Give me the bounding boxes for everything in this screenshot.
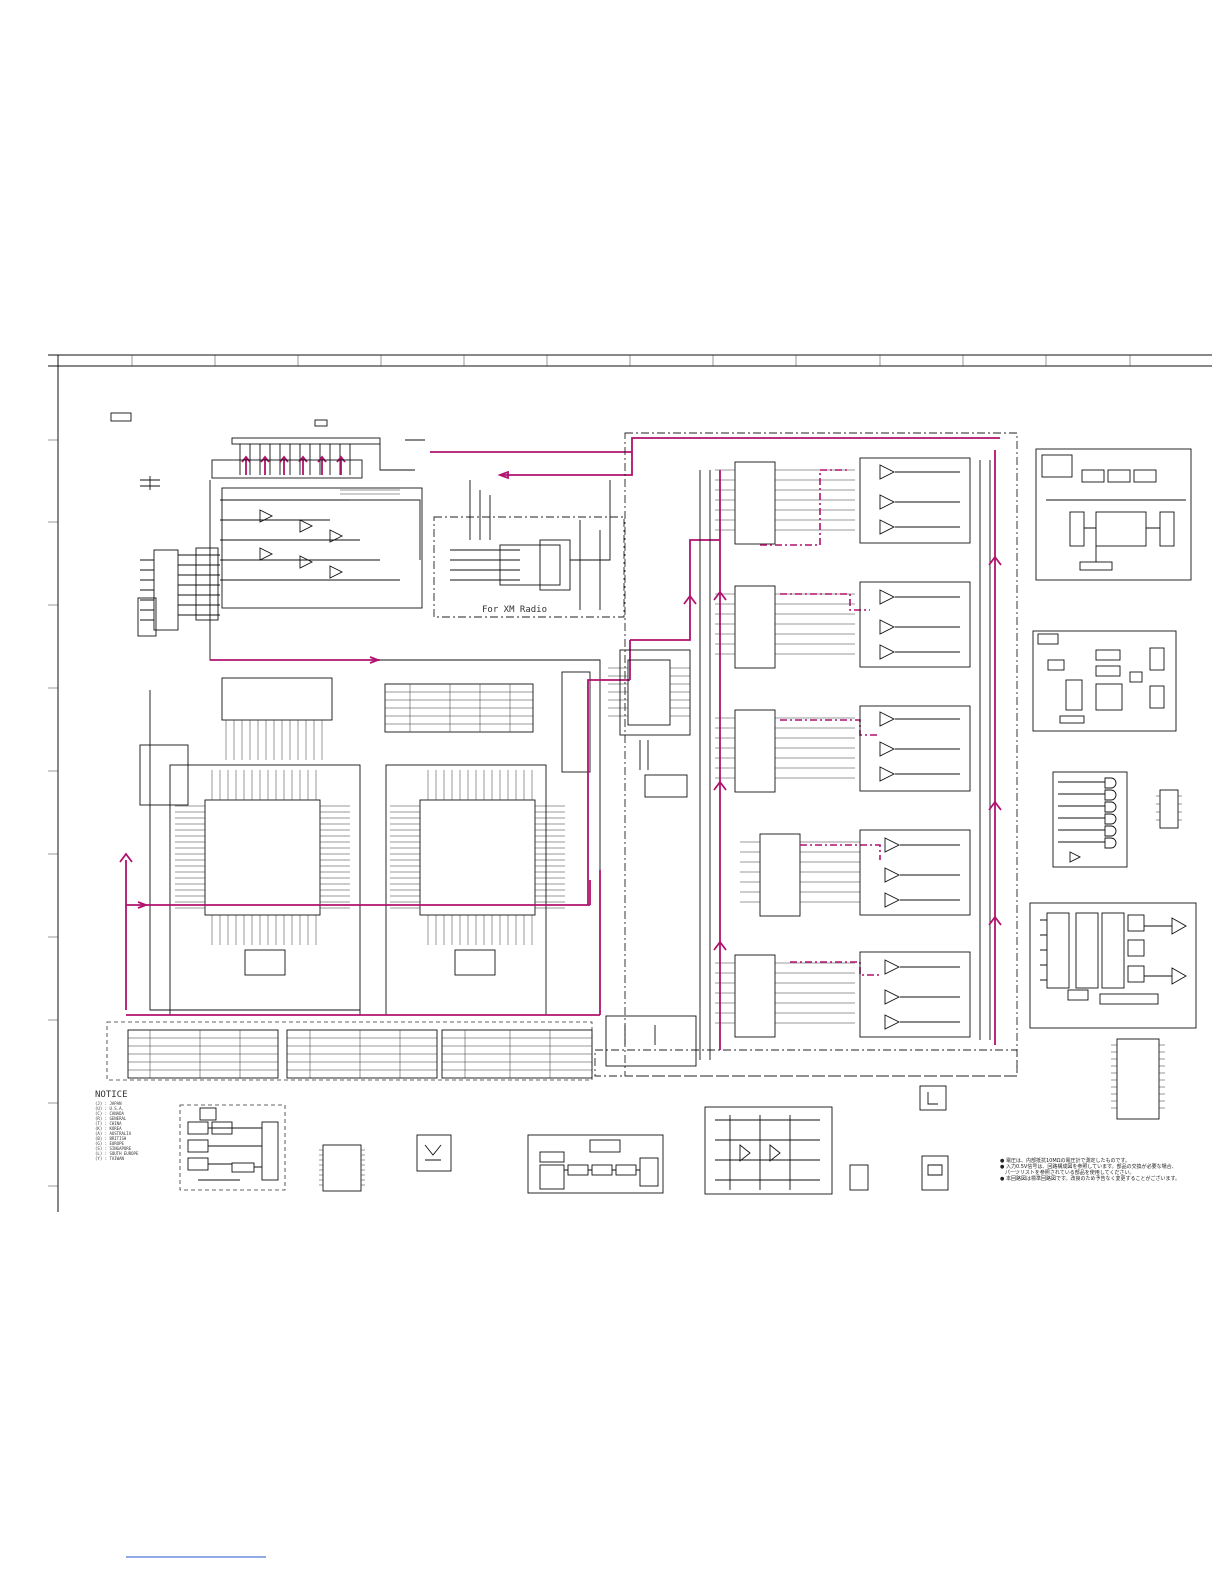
- lower-tables: [106, 1015, 697, 1081]
- ic-package-dip-b: [921, 1155, 949, 1191]
- notice-block: NOTICE (J) : JAPAN (U) : U.S.A. (C) : CA…: [95, 1090, 139, 1161]
- ic-package-dip-a: [416, 1134, 452, 1172]
- notice-line: (R) : GENERAL: [95, 1116, 127, 1121]
- dsp-ic-left: [139, 677, 361, 1016]
- middle-ic: [608, 649, 691, 798]
- notice-line: (U) : U.S.A.: [95, 1106, 124, 1111]
- notice-line: (T) : CHINA: [95, 1121, 122, 1126]
- japanese-notes: ● 電圧は、内部抵抗10MΩの電圧計で測定したものです。 ● 入力0.5V信号は…: [1000, 1157, 1180, 1182]
- jp-note-line: ● 電圧は、内部抵抗10MΩの電圧計で測定したものです。: [1000, 1157, 1130, 1164]
- ic-block-right-2: [1032, 630, 1177, 732]
- ref-box-mid: [314, 419, 328, 427]
- amp-channel-3: [715, 705, 971, 793]
- ic-block-right-1: [1035, 448, 1192, 581]
- signal-path-dsp: [125, 539, 720, 1016]
- notice-title: NOTICE: [95, 1090, 128, 1100]
- amp-channel-5: [715, 951, 971, 1038]
- jp-note-line: ● 本回路図は標準回路図です。改良のため予告なく変更することがございます。: [1000, 1175, 1180, 1182]
- ic-package-dip-c: [919, 1085, 947, 1111]
- signal-path-top: [430, 437, 1000, 476]
- amp-channel-1: [715, 457, 971, 546]
- amp-section-frame-lower: [594, 1049, 1018, 1077]
- amp-section-frame: [624, 432, 1018, 1077]
- notice-line: (J) : JAPAN: [95, 1101, 122, 1106]
- xm-radio-block: For XM Radio: [433, 480, 625, 618]
- dsp-ic-right: [385, 671, 591, 1016]
- notice-line: (A) : AUSTRALIA: [95, 1131, 132, 1136]
- notice-line: (B) : BRITISH: [95, 1136, 127, 1141]
- left-table: [384, 683, 534, 733]
- signal-arrow: [497, 470, 509, 480]
- ic-package-soic-b: [1156, 789, 1182, 829]
- ref-box-left: [110, 412, 132, 422]
- top-connector-strip: [211, 437, 425, 479]
- ic-block-3: [704, 1106, 833, 1195]
- ic-package-soic-a: [319, 1144, 365, 1192]
- jp-note-line: ● 入力0.5V信号は、回路構成図を参照しています。部品の交換が必要な場合、: [1000, 1163, 1177, 1170]
- amp-channel-2: [715, 581, 971, 669]
- notice-line: (Y) : TAIWAN: [95, 1156, 124, 1161]
- ic-block-right-3: [1029, 902, 1197, 1029]
- sheet-frame: [48, 354, 1212, 1212]
- ic-block-2: [527, 1134, 664, 1194]
- notice-line: (C) : CANADA: [95, 1111, 124, 1116]
- jp-note-line: パーツリストを参照されている部品を使用してください。: [1000, 1169, 1134, 1176]
- notice-line: (K) : KOREA: [95, 1126, 122, 1131]
- amp-bus-lines: [699, 460, 991, 1060]
- notice-line: (G) : EUROPE: [95, 1141, 124, 1146]
- notice-line: (L) : SOUTH EUROPE: [95, 1151, 139, 1156]
- ic-logic-gates: [1052, 771, 1128, 868]
- ic-block-1: [179, 1104, 286, 1191]
- ic-package-small-a: [849, 1164, 869, 1191]
- left-upper-block: [137, 476, 601, 1010]
- amp-signal-bus: [719, 450, 996, 1050]
- ic-package-soic-c: [1111, 1038, 1165, 1120]
- xm-radio-label: For XM Radio: [482, 605, 547, 615]
- notice-line: (S) : SINGAPORE: [95, 1146, 132, 1151]
- amp-channel-4: [740, 829, 971, 917]
